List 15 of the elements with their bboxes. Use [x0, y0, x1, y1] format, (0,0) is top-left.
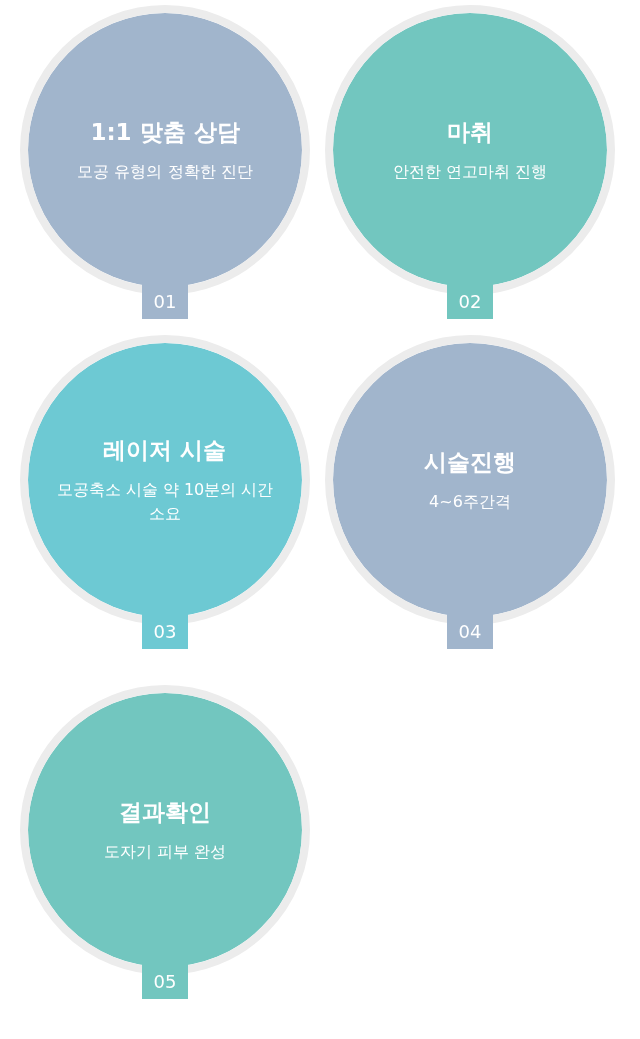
step-description: 4~6주간격: [428, 490, 512, 513]
step-description: 안전한 연고마취 진행: [391, 160, 549, 183]
step-number: 01: [142, 283, 188, 319]
step-number: 02: [447, 283, 493, 319]
step-number: 03: [142, 613, 188, 649]
step-title: 레이저 시술: [103, 435, 227, 465]
step-number: 05: [142, 963, 188, 999]
step-title: 마취: [447, 117, 493, 147]
step-description: 모공축소 시술 약 10분의 시간 소요: [55, 478, 275, 525]
step-title: 시술진행: [424, 447, 516, 477]
step-description: 도자기 피부 완성: [102, 840, 228, 863]
step-description: 모공 유형의 정확한 진단: [76, 160, 254, 183]
step-title: 1:1 맞춤 상담: [90, 117, 240, 147]
step-title: 결과확인: [119, 797, 211, 827]
step-number: 04: [447, 613, 493, 649]
